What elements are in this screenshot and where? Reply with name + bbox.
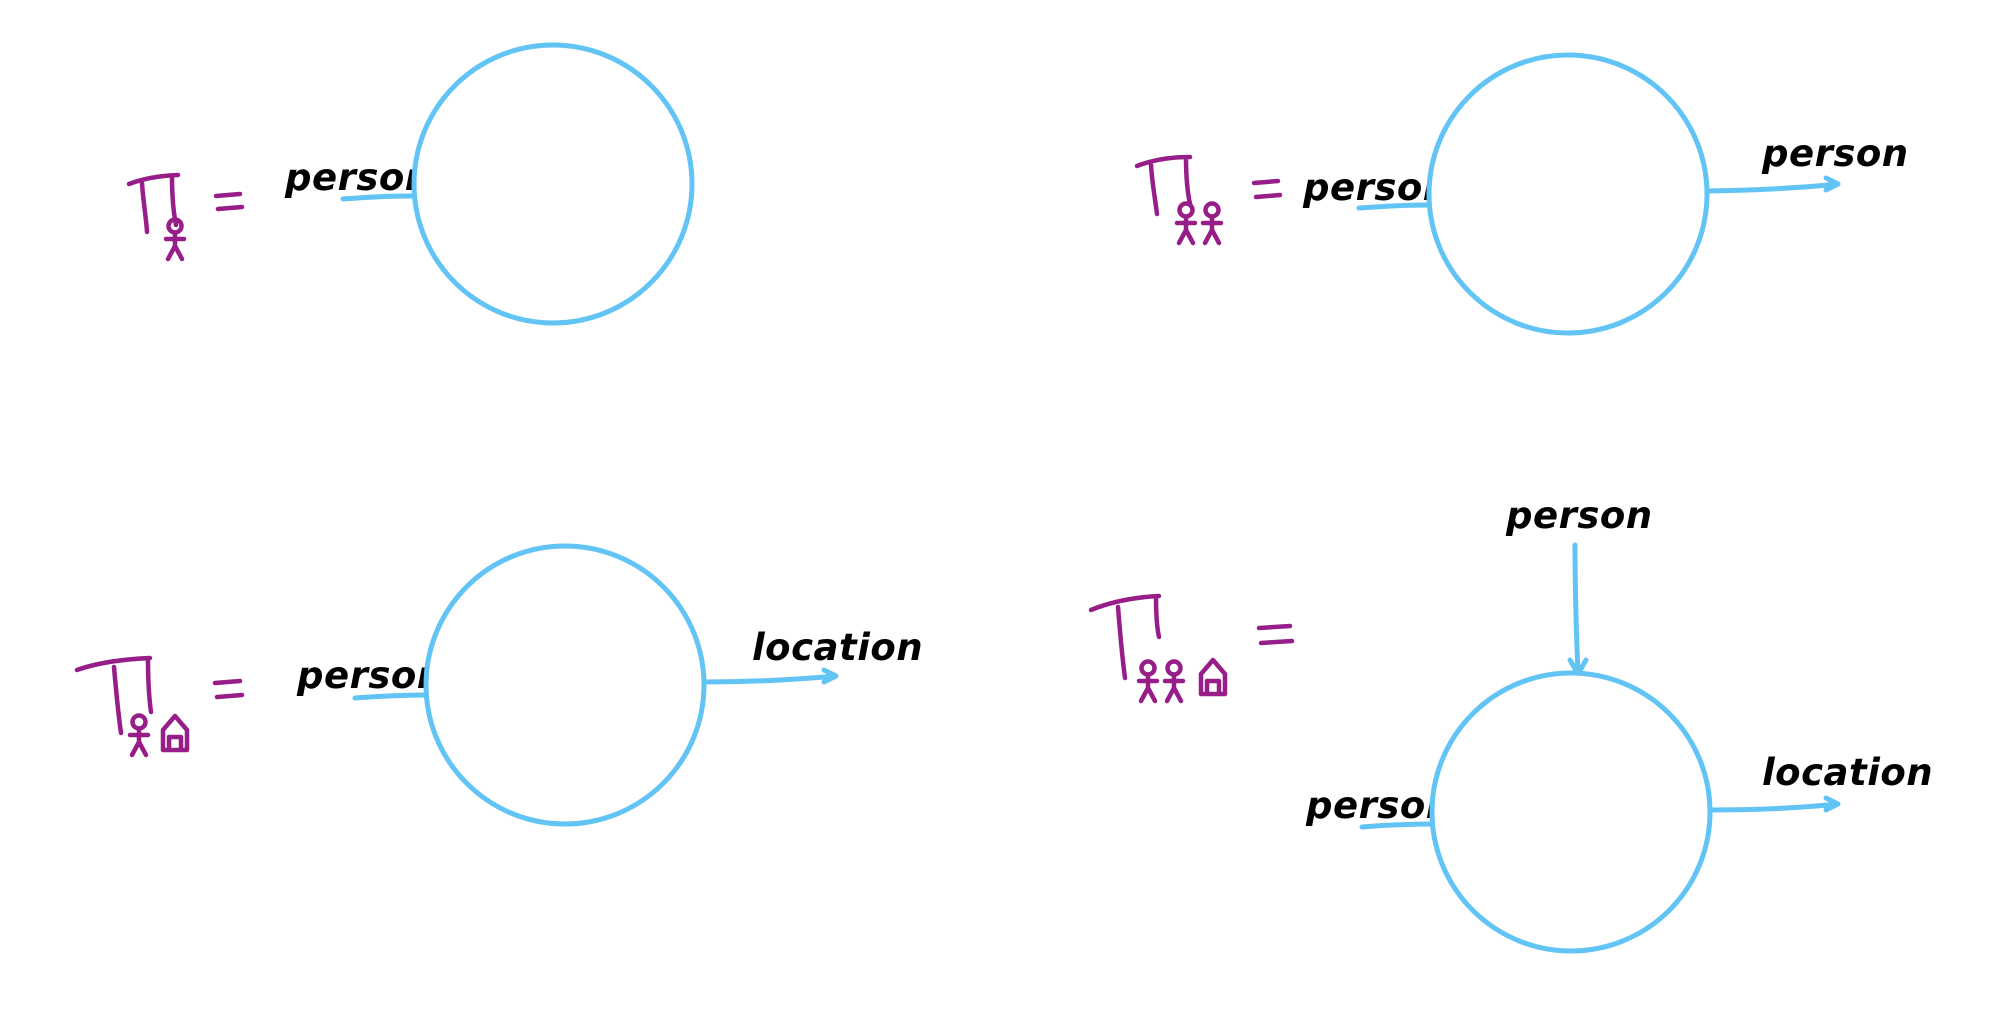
equals-sign (213, 191, 245, 212)
pi-symbol (126, 172, 184, 259)
pi-symbol (1134, 154, 1221, 244)
wire-left (352, 692, 430, 701)
person-icon (1177, 204, 1195, 244)
tensor-node (1429, 670, 1713, 954)
wire-label-left: person (1302, 166, 1450, 209)
wire-left (1359, 821, 1435, 830)
wire-top (1567, 542, 1589, 677)
person-icon (1165, 662, 1183, 702)
equation-pi-person-person-house: person person location (1088, 494, 1933, 954)
wire-left (340, 193, 416, 202)
wire-right (701, 667, 839, 685)
tensor-node (1426, 52, 1710, 336)
wire-label-top: person (1505, 494, 1653, 537)
wire-label-left: person (1305, 784, 1453, 827)
equation-pi-person-person: person person (1134, 52, 1909, 336)
wire-label-right: location (1762, 751, 1933, 794)
tensor-node (411, 42, 695, 326)
person-icon (1139, 662, 1157, 702)
pi-symbol (74, 655, 187, 756)
house-icon (163, 716, 187, 750)
wire-label-left: person (296, 654, 444, 697)
wire-label-left: person (284, 156, 432, 199)
wire-right (1704, 175, 1841, 194)
equals-sign (1251, 178, 1283, 200)
equation-pi-person-house: person location (74, 543, 923, 827)
wire-label-right: person (1761, 132, 1909, 175)
person-icon (1203, 204, 1221, 244)
equals-sign (212, 678, 245, 700)
wire-right (1707, 795, 1841, 813)
equation-pi-person: person (126, 42, 695, 326)
tensor-node (423, 543, 707, 827)
wire-left (1356, 202, 1432, 211)
person-icon (130, 716, 148, 756)
wire-label-right: location (752, 626, 923, 669)
equals-sign (1256, 623, 1295, 646)
pi-symbol (1088, 593, 1225, 702)
house-icon (1201, 660, 1225, 694)
